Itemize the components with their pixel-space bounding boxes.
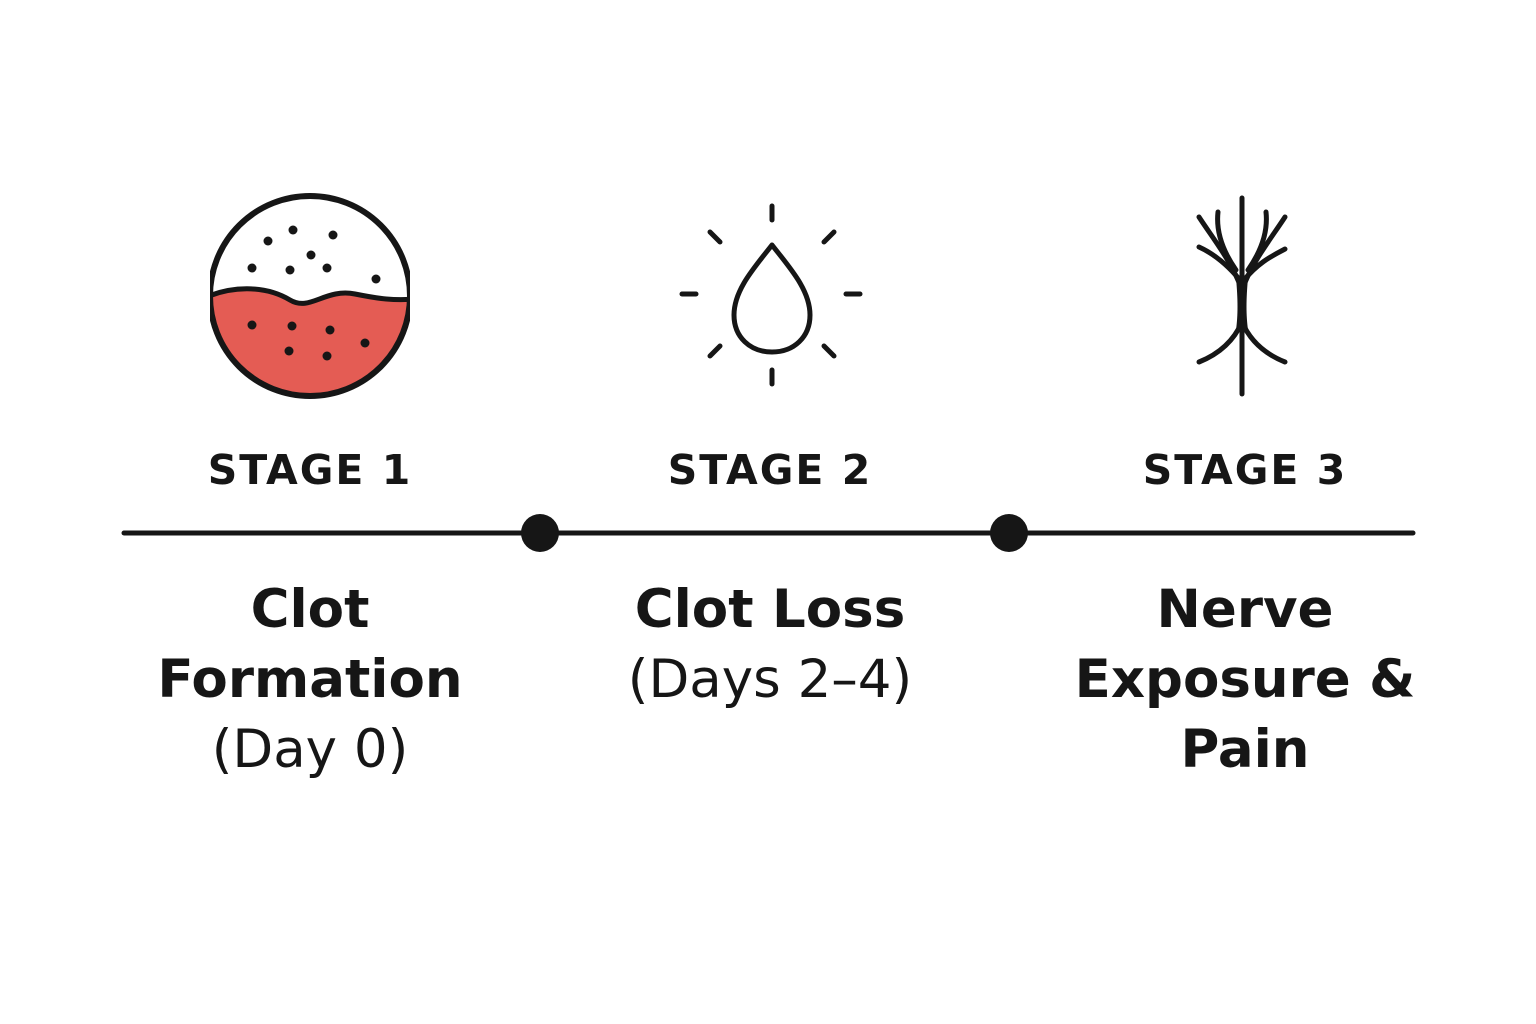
blood-clot-icon — [210, 190, 410, 400]
stage-title: Nerve Exposure & Pain — [1074, 579, 1416, 780]
stage-label: STAGE 3 — [1142, 446, 1348, 494]
stage-label: STAGE 2 — [667, 446, 873, 494]
stage-title: Clot Formation — [157, 579, 463, 710]
stage-description: Clot Formation (Day 0) — [100, 575, 520, 785]
radiating-drop-icon — [670, 190, 870, 400]
stage-title: Clot Loss — [634, 579, 906, 640]
stage-3: STAGE 3 Nerve Exposure & Pain — [1035, 0, 1455, 1024]
stage-2: STAGE 2 Clot Loss (Days 2–4) — [560, 0, 980, 1024]
timeline-marker-1 — [521, 514, 559, 552]
stage-subtitle: (Day 0) — [211, 719, 409, 780]
stage-description: Clot Loss (Days 2–4) — [560, 575, 980, 715]
stage-subtitle: (Days 2–4) — [627, 649, 913, 710]
stage-1: STAGE 1 Clot Formation (Day 0) — [100, 0, 520, 1024]
stage-description: Nerve Exposure & Pain — [1035, 575, 1455, 785]
stage-label: STAGE 1 — [207, 446, 413, 494]
timeline-marker-2 — [990, 514, 1028, 552]
